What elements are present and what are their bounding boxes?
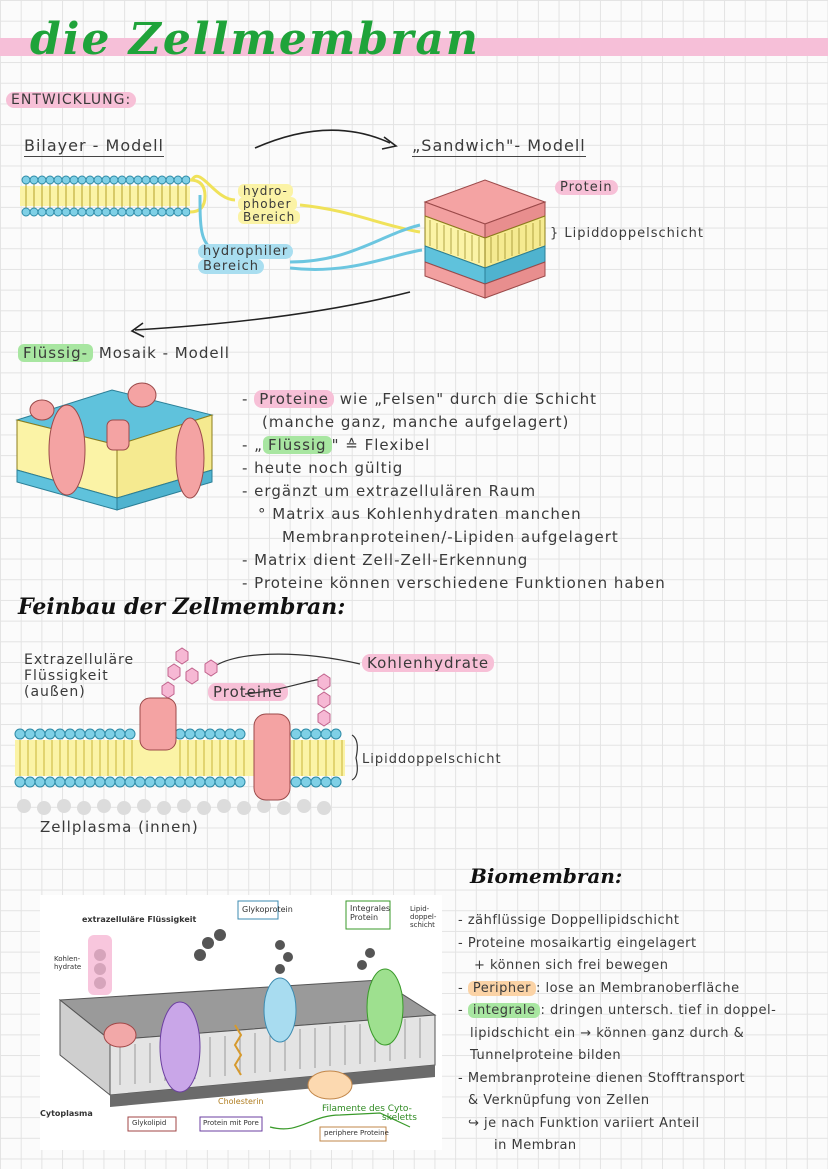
- note-line-7: Membranproteinen/-Lipiden aufgelagert: [282, 528, 619, 546]
- page-title: die Zellmembran: [30, 14, 480, 65]
- figure-label-peripher: periphere Proteine: [324, 1129, 389, 1137]
- bio-line-5: - integrale: dringen untersch. tief in d…: [458, 1003, 777, 1018]
- figure-label-pore: Protein mit Pore: [203, 1119, 259, 1127]
- biomembrane-figure: extrazelluläre Flüssigkeit Glykoprotein …: [40, 895, 442, 1150]
- label-zellplasma: Zellplasma (innen): [40, 818, 199, 836]
- figure-label-extrazellulaer: extrazelluläre Flüssigkeit: [82, 915, 197, 924]
- note-line-1: - Proteine wie „Felsen" durch die Schich…: [242, 390, 598, 408]
- figure-label-integral: Integrales Protein: [350, 904, 391, 922]
- label-extrazellulaer: Extrazelluläre Flüssigkeit (außen): [24, 652, 135, 700]
- bio-line-6: lipidschicht ein → können ganz durch &: [470, 1025, 745, 1041]
- bio-line-9: & Verknüpfung von Zellen: [468, 1093, 650, 1108]
- note-line-2: (manche ganz, manche aufgelagert): [262, 413, 570, 431]
- bilayer-diagram: [20, 175, 191, 217]
- label-protein: Protein: [555, 180, 618, 195]
- fluid-mosaic-notes: - Proteine wie „Felsen" durch die Schich…: [242, 388, 666, 595]
- label-hydrophil: hydrophiler Bereich: [198, 244, 294, 274]
- note-line-8: - Matrix dient Zell-Zell-Erkennung: [242, 551, 529, 569]
- label-proteine: Proteine: [208, 683, 288, 701]
- section-label-entwicklung: ENTWICKLUNG:: [6, 92, 137, 108]
- bio-line-8: - Membranproteine dienen Stofftransport: [458, 1070, 746, 1086]
- feinbau-heading: Feinbau der Zellmembran:: [18, 594, 346, 620]
- bio-line-3: + können sich frei bewegen: [474, 958, 669, 973]
- bio-line-11: in Membran: [494, 1138, 577, 1153]
- sandwich-model-label: „Sandwich"- Modell: [412, 136, 586, 157]
- note-line-4: - heute noch gültig: [242, 459, 404, 477]
- label-kohlenhydrate: Kohlenhydrate: [362, 654, 495, 672]
- note-line-3: - „Flüssig" ≙ Flexibel: [242, 436, 431, 454]
- note-line-9: - Proteine können verschiedene Funktione…: [242, 574, 666, 592]
- bio-line-4: - Peripher: lose an Membranoberfläche: [458, 980, 740, 996]
- bio-line-1: - zähflüssige Doppellipidschicht: [458, 913, 680, 928]
- note-line-5: - ergänzt um extrazellulären Raum: [242, 482, 537, 500]
- biomembran-heading: Biomembran:: [470, 864, 623, 888]
- figure-label-glykolipid: Glykolipid: [132, 1119, 167, 1127]
- figure-label-cytoplasma: Cytoplasma: [40, 1109, 93, 1118]
- figure-label-filamente: Filamente des Cyto- skeletts: [322, 1104, 417, 1123]
- biomembrane-figure-drawing: [58, 900, 437, 1142]
- fluid-mosaic-diagram: [15, 382, 214, 511]
- figure-label-kohlenhydrate: Kohlen- hydrate: [54, 955, 82, 971]
- biomembran-notes: - zähflüssige Doppellipidschicht - Prote…: [458, 910, 776, 1158]
- label-lipiddoppelschicht-top: } Lipiddoppelschicht: [550, 226, 704, 241]
- note-line-6: ° Matrix aus Kohlenhydraten manchen: [258, 505, 582, 523]
- label-hydrophob: hydro- phober Bereich: [238, 184, 301, 224]
- bio-line-7: Tunnelproteine bilden: [470, 1048, 622, 1063]
- fluid-mosaic-label: Flüssig- Mosaik - Modell: [18, 344, 230, 362]
- sandwich-model-diagram: [423, 179, 547, 299]
- bilayer-model-label: Bilayer - Modell: [24, 136, 164, 157]
- label-lipiddoppelschicht-feinbau: Lipiddoppelschicht: [362, 752, 502, 767]
- figure-label-cholesterin: Cholesterin: [218, 1097, 264, 1106]
- bio-line-2: - Proteine mosaikartig eingelagert: [458, 935, 697, 951]
- figure-label-glykoprotein: Glykoprotein: [242, 905, 293, 914]
- bio-line-10: ↪ je nach Funktion variiert Anteil: [468, 1115, 700, 1131]
- figure-label-lipid: Lipid- doppel- schicht: [410, 905, 437, 929]
- title-highlight-band: [0, 38, 828, 56]
